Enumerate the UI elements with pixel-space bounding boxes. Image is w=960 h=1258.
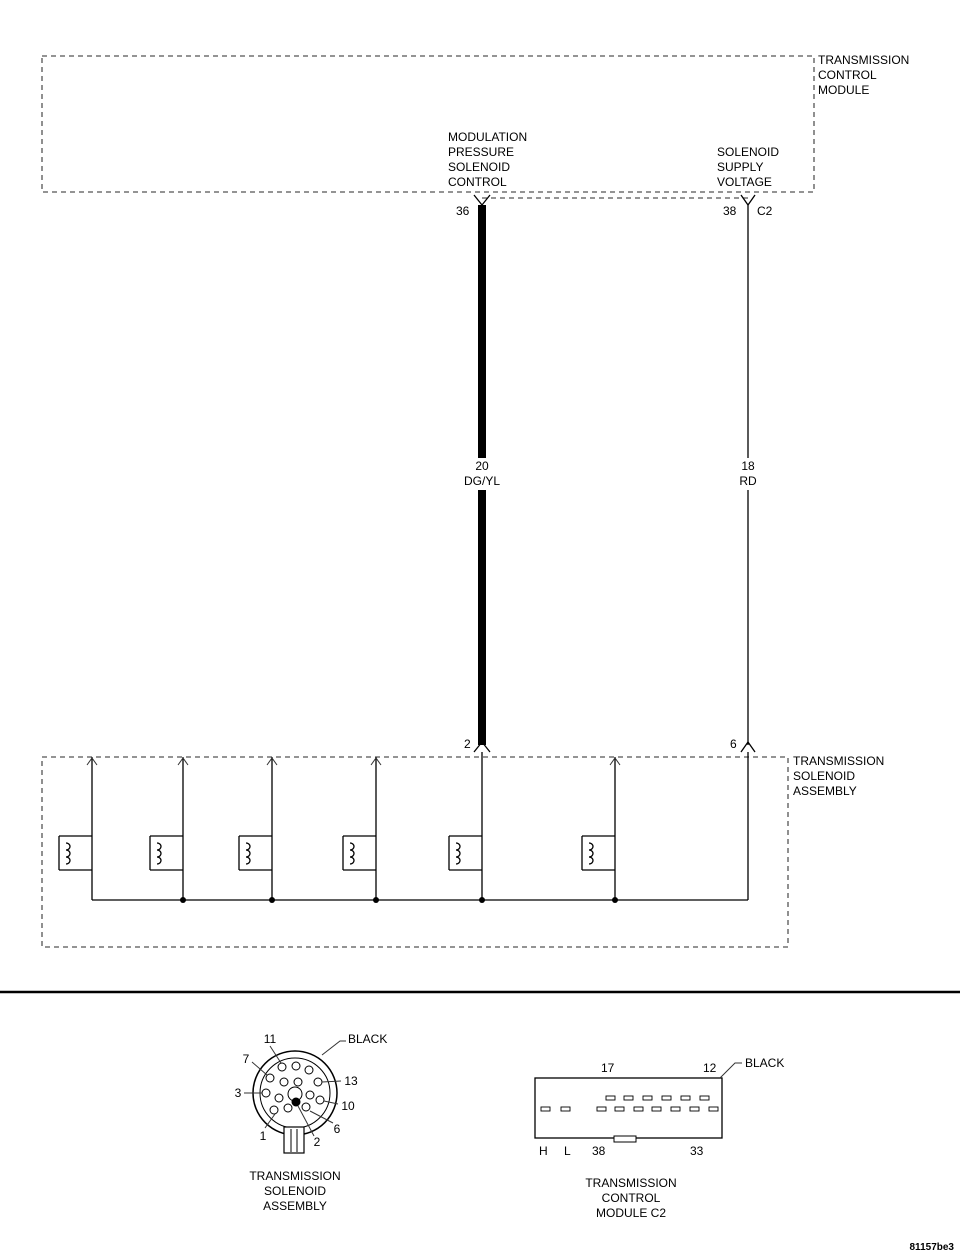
solenoid-4: [342, 757, 382, 900]
solenoid-6: [581, 757, 621, 900]
pin6-terminal: [740, 740, 756, 753]
figure-id: 81157be3: [910, 1242, 955, 1253]
supply-label-line1: SOLENOID: [717, 145, 779, 159]
round-pin-6: 6: [334, 1122, 341, 1136]
wire-left-color: DG/YL: [464, 474, 500, 488]
pin2-terminal: [473, 740, 491, 753]
solenoid-2: [149, 757, 189, 900]
splice-dot: [180, 897, 186, 903]
rect-label-line3: MODULE C2: [596, 1206, 666, 1220]
rect-pin-12: 12: [703, 1061, 717, 1075]
wire-right-color: RD: [739, 474, 757, 488]
splice-dot: [479, 897, 485, 903]
pin38-terminal: [740, 194, 756, 207]
tsa-label-line3: ASSEMBLY: [793, 784, 857, 798]
mod-label-line3: SOLENOID: [448, 160, 510, 174]
round-pin-7: 7: [243, 1052, 250, 1066]
round-pin-3: 3: [235, 1086, 242, 1100]
tcm-box: [41, 55, 815, 193]
round-pin-10: 10: [341, 1099, 355, 1113]
tcm-label-line2: CONTROL: [818, 68, 877, 82]
rect-pin-l: L: [564, 1144, 571, 1158]
rect-pin-33: 33: [690, 1144, 704, 1158]
rect-pin-h: H: [539, 1144, 548, 1158]
splice-dot: [269, 897, 275, 903]
mod-label-line2: PRESSURE: [448, 145, 514, 159]
rect-label-line2: CONTROL: [602, 1191, 661, 1205]
solenoid-1: [58, 757, 98, 900]
pin-38-label: 38: [723, 204, 737, 218]
tcm-label-line1: TRANSMISSION: [818, 53, 909, 67]
splice-dot: [373, 897, 379, 903]
round-pin-2: 2: [314, 1135, 321, 1149]
c2-label: C2: [757, 204, 773, 218]
pin-36-label: 36: [456, 204, 470, 218]
mod-label-line4: CONTROL: [448, 175, 507, 189]
wire-right-gauge: 18: [741, 459, 755, 473]
tcm-label-line3: MODULE: [818, 83, 869, 97]
round-pin-11: 11: [264, 1032, 277, 1046]
solenoid-assembly-box: [41, 756, 789, 948]
wire-left-gauge: 20: [475, 459, 489, 473]
supply-label-line3: VOLTAGE: [717, 175, 772, 189]
solenoid-3: [238, 757, 278, 900]
round-pin-1: 1: [260, 1129, 267, 1143]
pin-6-label: 6: [730, 737, 737, 751]
round-label-line1: TRANSMISSION: [249, 1169, 340, 1183]
pin36-terminal: [473, 194, 491, 207]
pin-2-label: 2: [464, 737, 471, 751]
splice-dot: [612, 897, 618, 903]
supply-label-line2: SUPPLY: [717, 160, 763, 174]
round-connector: [244, 1040, 346, 1154]
round-pin-13: 13: [344, 1074, 358, 1088]
solenoid-5: [448, 835, 482, 871]
rect-pin-17: 17: [601, 1061, 615, 1075]
rect-pin-38: 38: [592, 1144, 606, 1158]
round-connector-color: BLACK: [348, 1032, 387, 1046]
rect-connector: [534, 1062, 742, 1143]
rect-connector-color: BLACK: [745, 1056, 784, 1070]
rect-label-line1: TRANSMISSION: [585, 1176, 676, 1190]
round-label-line3: ASSEMBLY: [263, 1199, 327, 1213]
round-label-line2: SOLENOID: [264, 1184, 326, 1198]
tsa-label-line2: SOLENOID: [793, 769, 855, 783]
tsa-label-line1: TRANSMISSION: [793, 754, 884, 768]
mod-label-line1: MODULATION: [448, 130, 527, 144]
